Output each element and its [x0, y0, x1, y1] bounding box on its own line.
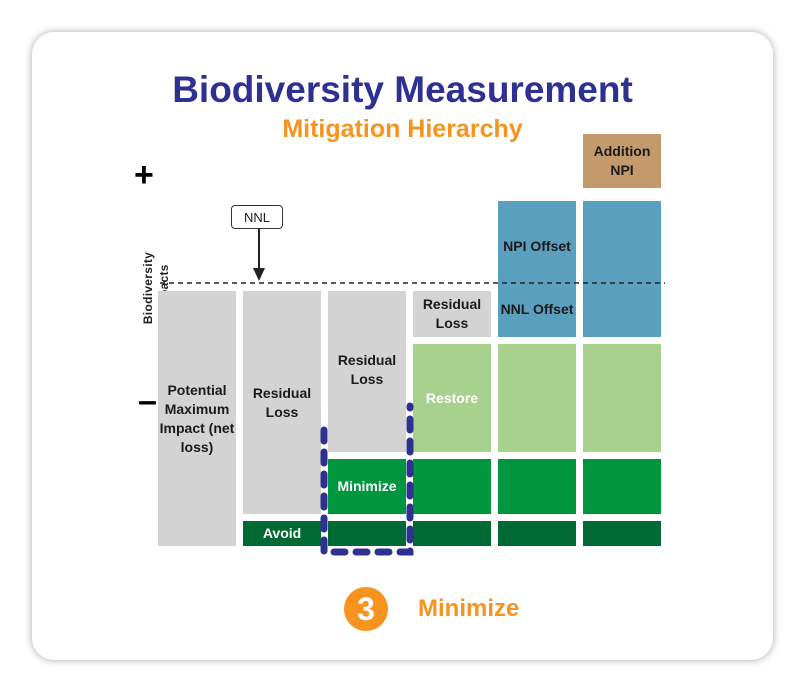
- block-avoid-3: [328, 521, 406, 546]
- block-minimize-4: [413, 459, 491, 514]
- step-label: Minimize: [418, 595, 520, 622]
- block-npi-offset-label: NPI Offset: [503, 237, 571, 254]
- minimize-highlight-dashed: [320, 402, 414, 556]
- diagram-subtitle: Mitigation Hierarchy: [282, 115, 523, 143]
- block-addition-npi: Addition NPI: [583, 134, 661, 188]
- axis-plus-sign: +: [134, 156, 154, 194]
- block-minimize-3: Minimize: [328, 459, 406, 514]
- block-restore-5: [498, 344, 576, 452]
- block-avoid-6: [583, 521, 661, 546]
- block-potential-impact-label: Potential Maximum Impact (net loss): [159, 381, 235, 455]
- block-restore-label: Restore: [425, 389, 479, 406]
- block-nnl-offset-label: NNL Offset: [500, 301, 574, 317]
- step-number-badge: 3: [344, 587, 388, 631]
- block-avoid-5: [498, 521, 576, 546]
- block-residual-loss-2-label: Residual Loss: [252, 384, 312, 420]
- block-avoid-2: Avoid: [243, 521, 321, 546]
- block-potential-impact: Potential Maximum Impact (net loss): [158, 291, 236, 546]
- axis-minus-sign: –: [138, 382, 157, 420]
- block-addition-npi-label: Addition NPI: [593, 143, 651, 178]
- block-restore-6: [583, 344, 661, 452]
- block-minimize-6: [583, 459, 661, 514]
- block-offset-5: NPI Offset: [498, 201, 576, 337]
- block-avoid-label: Avoid: [262, 525, 302, 541]
- block-residual-loss-2: Residual Loss: [243, 291, 321, 514]
- block-minimize-5: [498, 459, 576, 514]
- block-avoid-4: [413, 521, 491, 546]
- nnl-marker-box: NNL: [231, 205, 283, 229]
- diagram-title: Biodiversity Measurement: [172, 69, 633, 110]
- block-residual-loss-4: Residual Loss: [413, 291, 491, 337]
- block-residual-loss-4-label: Residual Loss: [422, 296, 482, 331]
- nnl-arrow-head: [253, 268, 265, 281]
- block-restore-4: Restore: [413, 344, 491, 452]
- block-minimize-label: Minimize: [337, 478, 397, 494]
- block-residual-loss-3: Residual Loss: [328, 291, 406, 452]
- block-offset-6: [583, 201, 661, 337]
- block-residual-loss-3-label: Residual Loss: [337, 352, 397, 387]
